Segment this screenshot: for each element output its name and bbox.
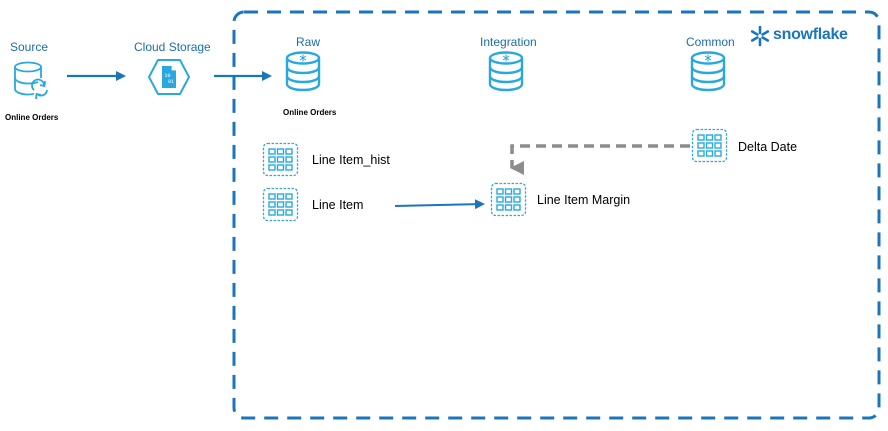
table-label-line-item-margin: Line Item Margin (537, 193, 631, 207)
stage-label-cloud-storage: Cloud Storage (134, 40, 211, 54)
table-grid-icon-delta-date (691, 128, 728, 163)
snowflake-logo-icon (750, 25, 770, 47)
table-grid-icon-line-item-hist (262, 142, 299, 177)
arrow-line-item-to-margin (394, 199, 485, 210)
stage-label-common: Common (686, 35, 735, 49)
table-label-delta-date: Delta Date (738, 140, 798, 154)
snowflake-boundary (232, 10, 881, 420)
stage-label-source: Source (10, 40, 49, 54)
integration-database-icon (488, 51, 524, 92)
common-database-icon (690, 51, 726, 92)
svg-text:01: 01 (168, 79, 174, 85)
table-grid-icon-line-item-margin (490, 182, 527, 217)
table-grid-icon-line-item (262, 187, 299, 222)
storage-file-icon: 10 01 (147, 59, 191, 95)
source-caption: Online Orders (5, 113, 59, 122)
raw-database-icon (285, 51, 321, 92)
stage-label-integration: Integration (480, 35, 537, 49)
table-label-line-item: Line Item (312, 198, 364, 212)
database-sync-icon (14, 61, 48, 100)
arrow-delta-date-to-margin (510, 144, 690, 175)
table-label-line-item-hist: Line Item_hist (312, 153, 390, 167)
stage-label-raw: Raw (296, 35, 321, 49)
snowflake-wordmark: snowflake (773, 26, 848, 43)
svg-text:10: 10 (165, 73, 171, 79)
raw-caption: Online Orders (283, 108, 337, 117)
